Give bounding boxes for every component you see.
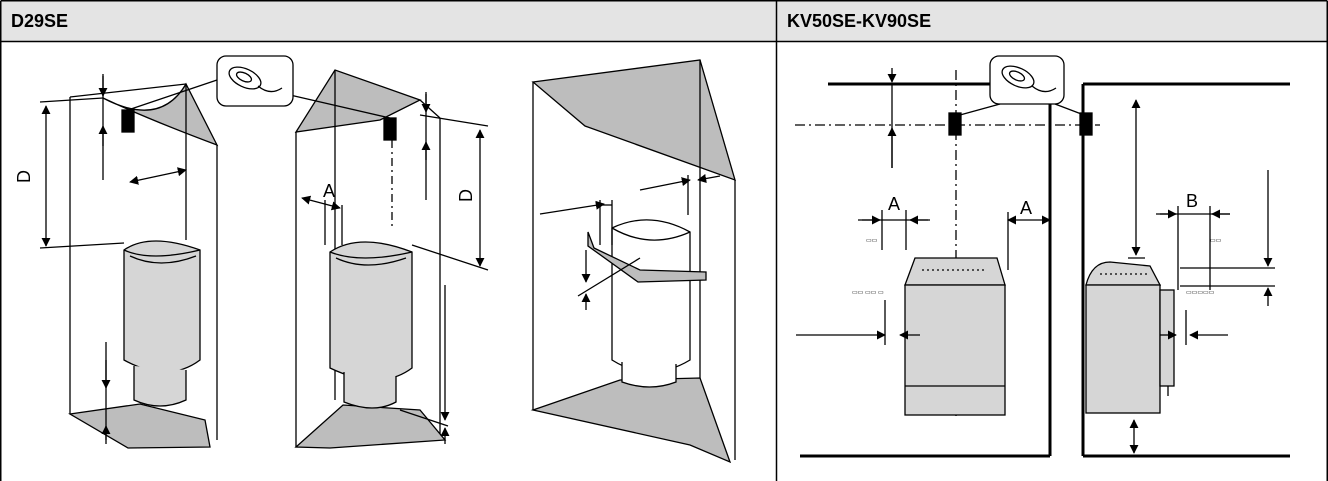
svg-text:▭▭▭▭▭: ▭▭▭▭▭ bbox=[1186, 290, 1215, 296]
kv-sensor-callout bbox=[959, 55, 1085, 116]
svg-text:▭▭ ▭▭ ▭: ▭▭ ▭▭ ▭ bbox=[852, 290, 884, 296]
label-d-left: D bbox=[14, 170, 34, 183]
label-a-right-2: A bbox=[1020, 198, 1032, 218]
header-kv50se-kv90se: KV50SE-KV90SE bbox=[777, 1, 1327, 41]
label-d-middle: D bbox=[456, 189, 476, 202]
svg-text:▭▭: ▭▭ bbox=[866, 238, 878, 244]
d29se-corner-view-2 bbox=[289, 69, 489, 449]
label-b-right: B bbox=[1186, 191, 1198, 211]
sensor-callout bbox=[216, 55, 294, 107]
label-a-middle: A bbox=[323, 181, 335, 201]
d29se-wall-view bbox=[530, 59, 736, 464]
kv-front-view: ▭▭ ▭▭ ▭ ▭▭ bbox=[795, 68, 1100, 458]
d29se-corner-view-1 bbox=[39, 74, 219, 449]
svg-text:▭▭: ▭▭ bbox=[1210, 238, 1222, 244]
header-d29se: D29SE bbox=[1, 1, 776, 41]
label-a-right-1: A bbox=[888, 194, 900, 214]
kv-side-view: ▭▭▭▭▭ ▭▭ bbox=[1081, 82, 1290, 458]
